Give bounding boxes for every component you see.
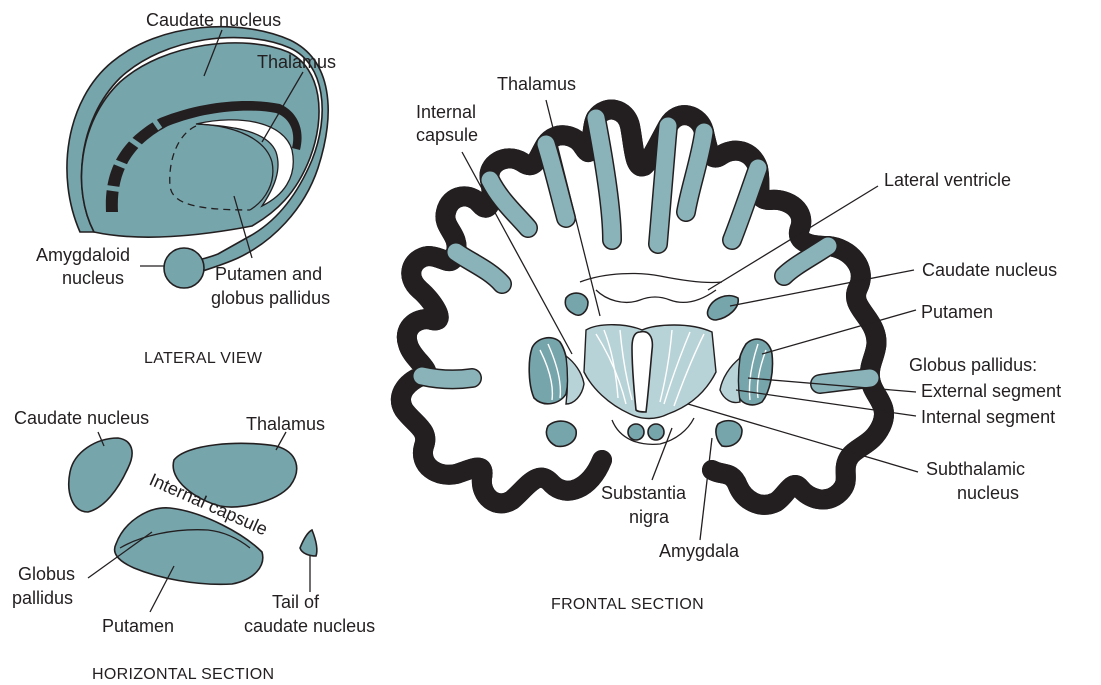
frontal-globus-pallidus-right — [720, 358, 740, 403]
label-lat-amygdaloid-1: Amygdaloid — [36, 245, 130, 265]
leader-frontal-caudate — [730, 270, 914, 306]
label-horiz-putamen: Putamen — [102, 616, 174, 636]
substantia-nigra-right — [648, 424, 664, 440]
corpus-callosum-arch — [580, 274, 722, 283]
label-horiz-thalamus: Thalamus — [246, 414, 325, 434]
label-lat-caudate: Caudate nucleus — [146, 10, 281, 30]
frontal-section-diagram — [401, 100, 918, 540]
label-frontal-putamen: Putamen — [921, 302, 993, 322]
label-frontal-subthalamic-2: nucleus — [957, 483, 1019, 503]
label-horiz-tail-2: caudate nucleus — [244, 616, 375, 636]
label-lat-amygdaloid-2: nucleus — [62, 268, 124, 288]
caption-frontal-section: FRONTAL SECTION — [551, 596, 704, 613]
label-frontal-caudate: Caudate nucleus — [922, 260, 1057, 280]
caption-horizontal-section: HORIZONTAL SECTION — [92, 666, 274, 683]
frontal-amygdala-right — [716, 421, 742, 447]
label-lat-putamen-1: Putamen and — [215, 264, 322, 284]
label-horiz-tail-1: Tail of — [272, 592, 320, 612]
caption-lateral-view: LATERAL VIEW — [144, 350, 263, 367]
label-frontal-amygdala: Amygdala — [659, 541, 740, 561]
label-frontal-lateral-ventricle: Lateral ventricle — [884, 170, 1011, 190]
label-horiz-globus-2: pallidus — [12, 588, 73, 608]
label-frontal-internal-2: capsule — [416, 125, 478, 145]
label-frontal-substantia-1: Substantia — [601, 483, 687, 503]
leader-frontal-amygdala — [700, 438, 712, 540]
label-frontal-internal-1: Internal — [416, 102, 476, 122]
frontal-caudate-right — [707, 296, 738, 320]
label-frontal-external: External segment — [921, 381, 1061, 401]
horiz-caudate — [69, 438, 132, 512]
cerebral-cortex-fill — [401, 110, 884, 505]
substantia-nigra-left — [628, 424, 644, 440]
frontal-caudate-left — [565, 293, 588, 315]
horiz-tail-caudate — [300, 530, 317, 556]
frontal-amygdala-left — [546, 421, 576, 446]
label-frontal-substantia-2: nigra — [629, 507, 670, 527]
frontal-globus-pallidus-left — [566, 356, 584, 404]
horizontal-section-diagram — [69, 432, 317, 612]
label-lat-putamen-2: globus pallidus — [211, 288, 330, 308]
label-frontal-thalamus: Thalamus — [497, 74, 576, 94]
lateral-ventricle-outline — [596, 290, 716, 302]
label-horiz-globus-1: Globus — [18, 564, 75, 584]
label-frontal-globus: Globus pallidus: — [909, 355, 1037, 375]
leader-frontal-putamen — [762, 310, 916, 354]
label-horiz-caudate: Caudate nucleus — [14, 408, 149, 428]
label-frontal-internal-segment: Internal segment — [921, 407, 1055, 427]
label-frontal-subthalamic-1: Subthalamic — [926, 459, 1025, 479]
lateral-amygdaloid-nucleus — [164, 248, 204, 288]
label-lat-thalamus: Thalamus — [257, 52, 336, 72]
